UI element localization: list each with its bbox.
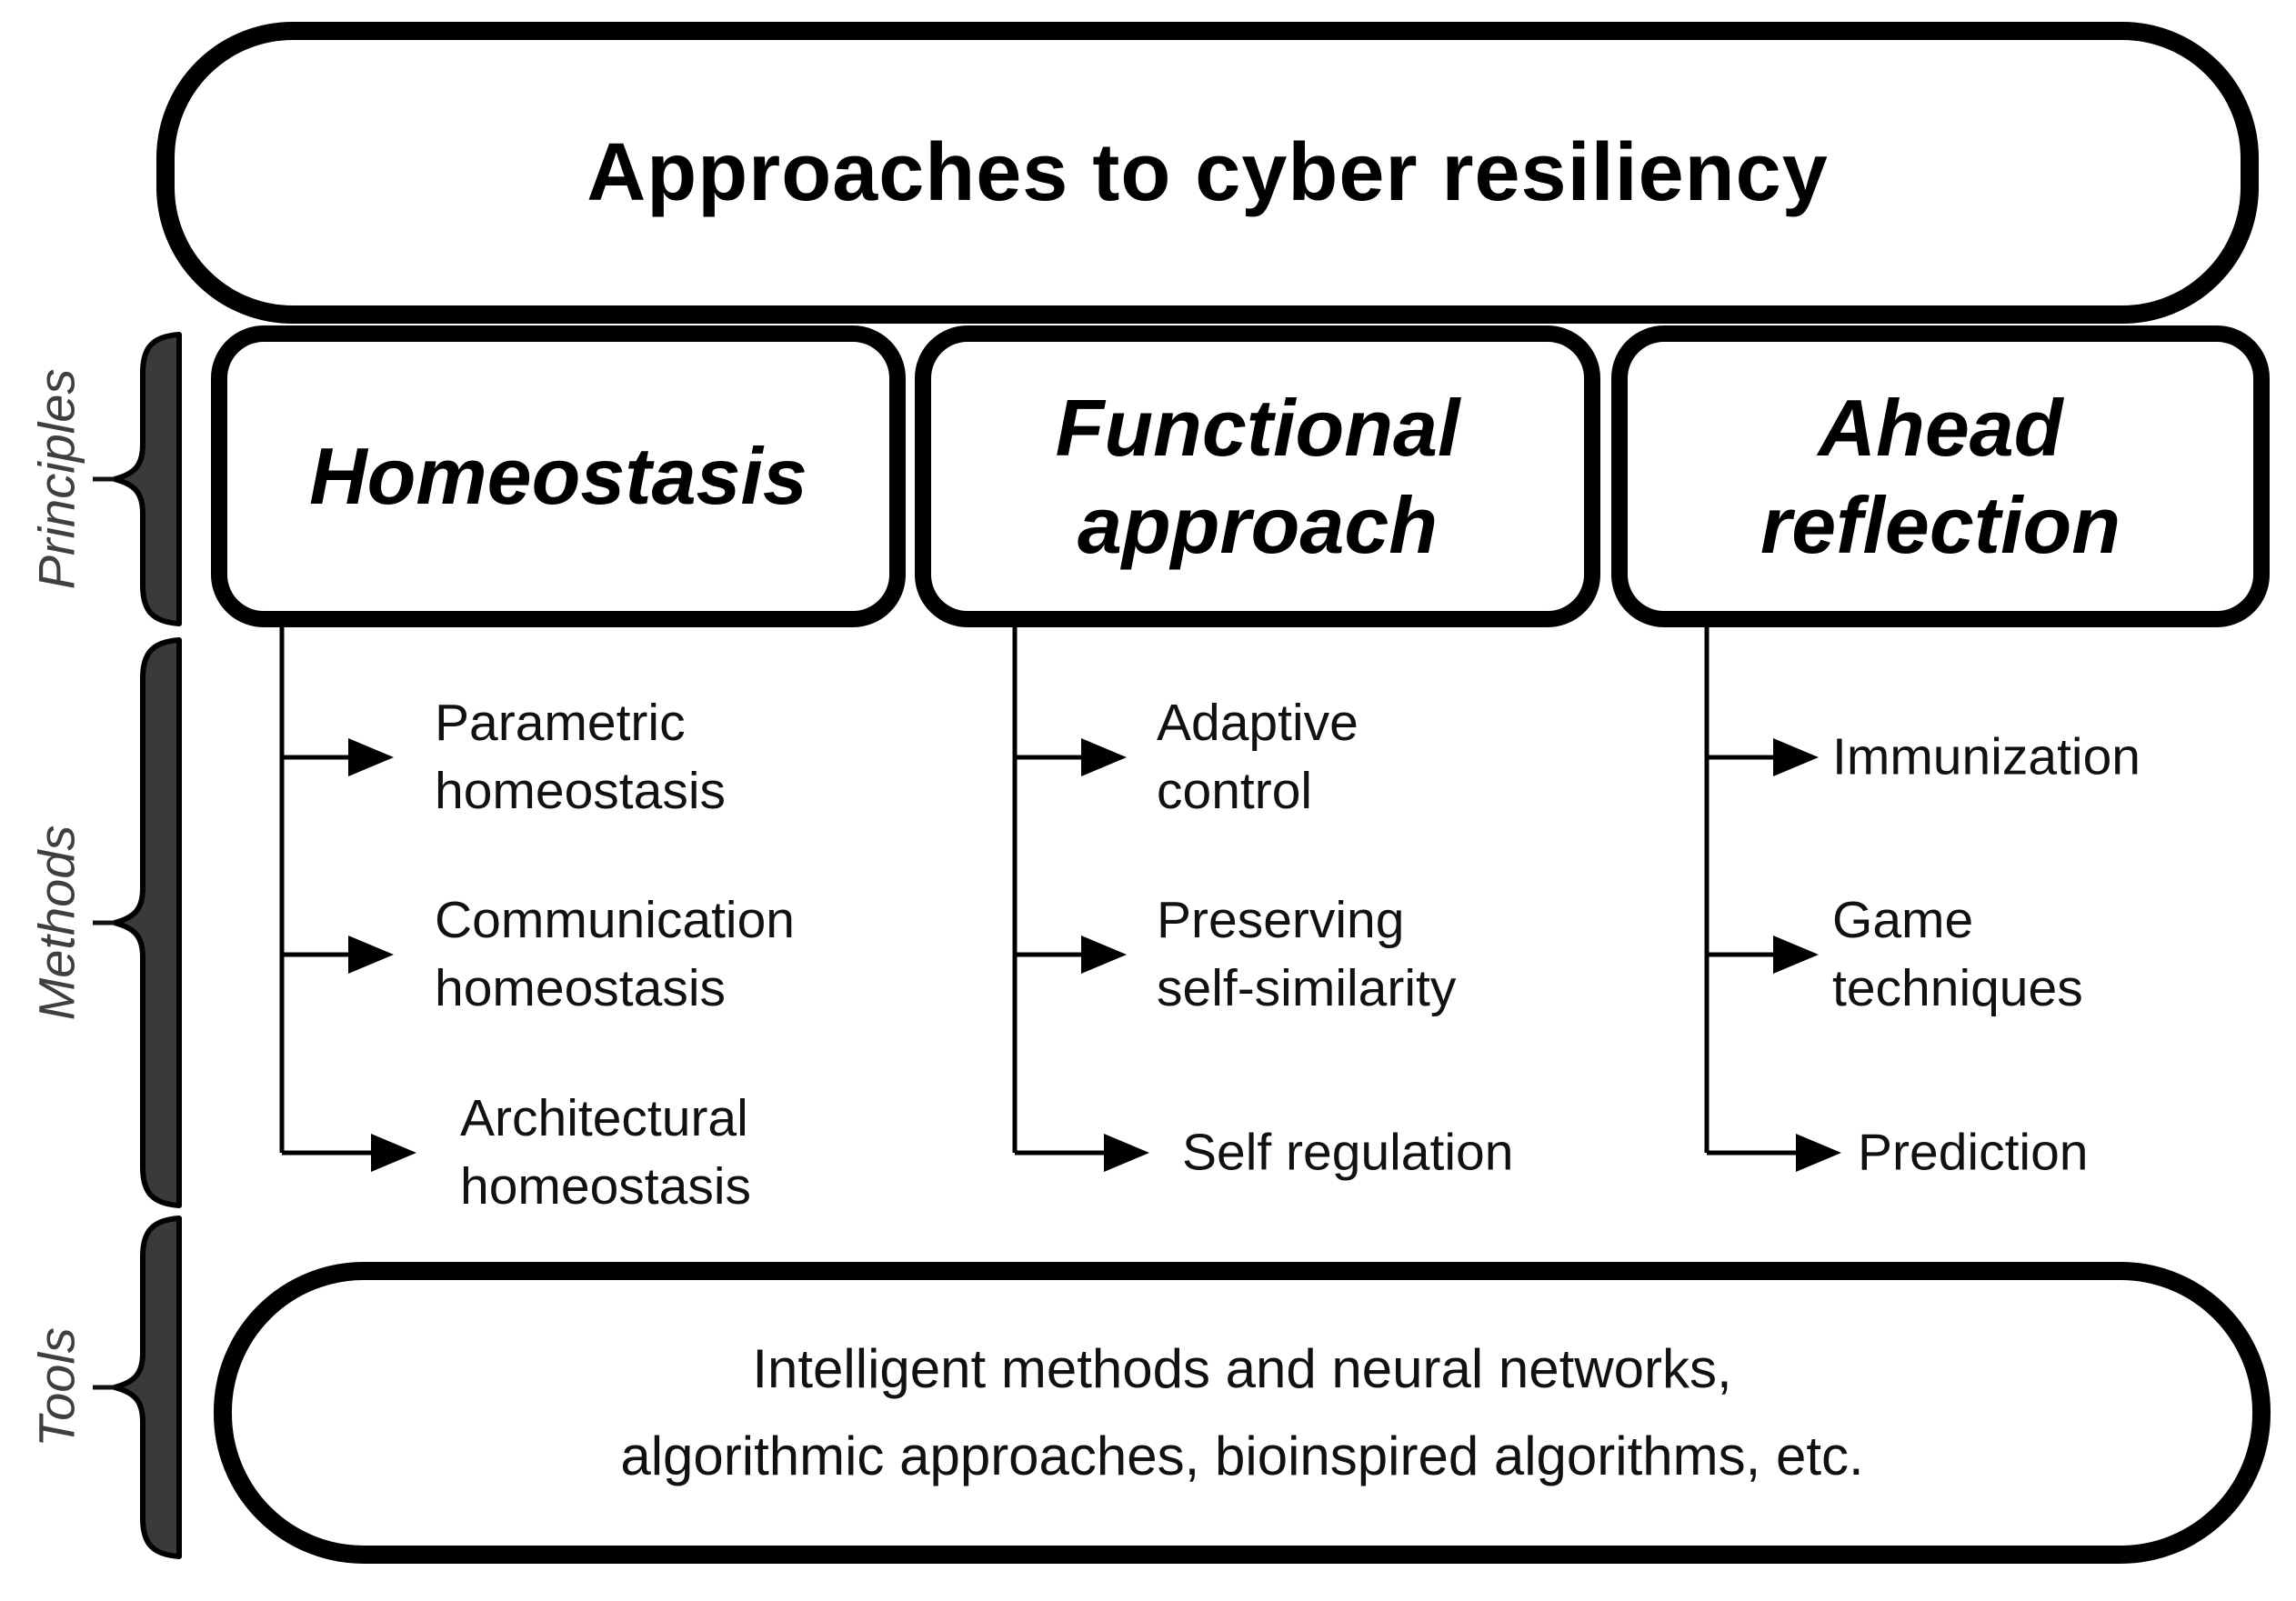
methods-brace-icon [112,637,182,1208]
arrowhead-icon [1796,1134,1841,1172]
principle-label: Ahead reflection [1760,382,2121,570]
principle-box-functional-approach: Functional approach [915,325,1600,627]
arrowhead-icon [1081,936,1127,974]
method-item: Communication homeostasis [435,890,795,1017]
method-item: Immunization [1832,727,2141,786]
arrowhead-icon [1104,1134,1149,1172]
method-item: Parametric homeostasis [435,693,726,820]
arrowhead-icon [371,1134,416,1172]
method-item: Adaptive control [1157,693,1359,820]
method-item: Self regulation [1182,1123,1514,1182]
method-item: Prediction [1858,1123,2089,1182]
tools-brace-icon [112,1216,182,1559]
principle-box-homeostasis: Homeostasis [211,325,906,627]
title-box: Approaches to cyber resiliency [156,22,2259,324]
arrowhead-icon [1773,936,1819,974]
principle-label: Homeostasis [309,431,807,522]
side-label-methods: Methods [27,825,85,1021]
principles-brace-icon [112,332,182,626]
method-item: Game techniques [1832,890,2083,1017]
side-label-principles: Principles [27,368,85,590]
method-item: Architectural homeostasis [460,1088,751,1216]
arrowhead-icon [348,738,394,776]
principle-box-ahead-reflection: Ahead reflection [1611,325,2270,627]
side-label-tools: Tools [27,1327,85,1447]
tools-box: Intelligent methods and neural networks,… [214,1262,2271,1564]
arrowhead-icon [1773,738,1819,776]
tools-text: Intelligent methods and neural networks,… [620,1338,1864,1486]
arrowhead-icon [348,936,394,974]
method-item: Preserving self-similarity [1157,890,1457,1017]
arrowhead-icon [1081,738,1127,776]
principle-label: Functional approach [1055,382,1460,570]
diagram-title: Approaches to cyber resiliency [587,126,1829,218]
